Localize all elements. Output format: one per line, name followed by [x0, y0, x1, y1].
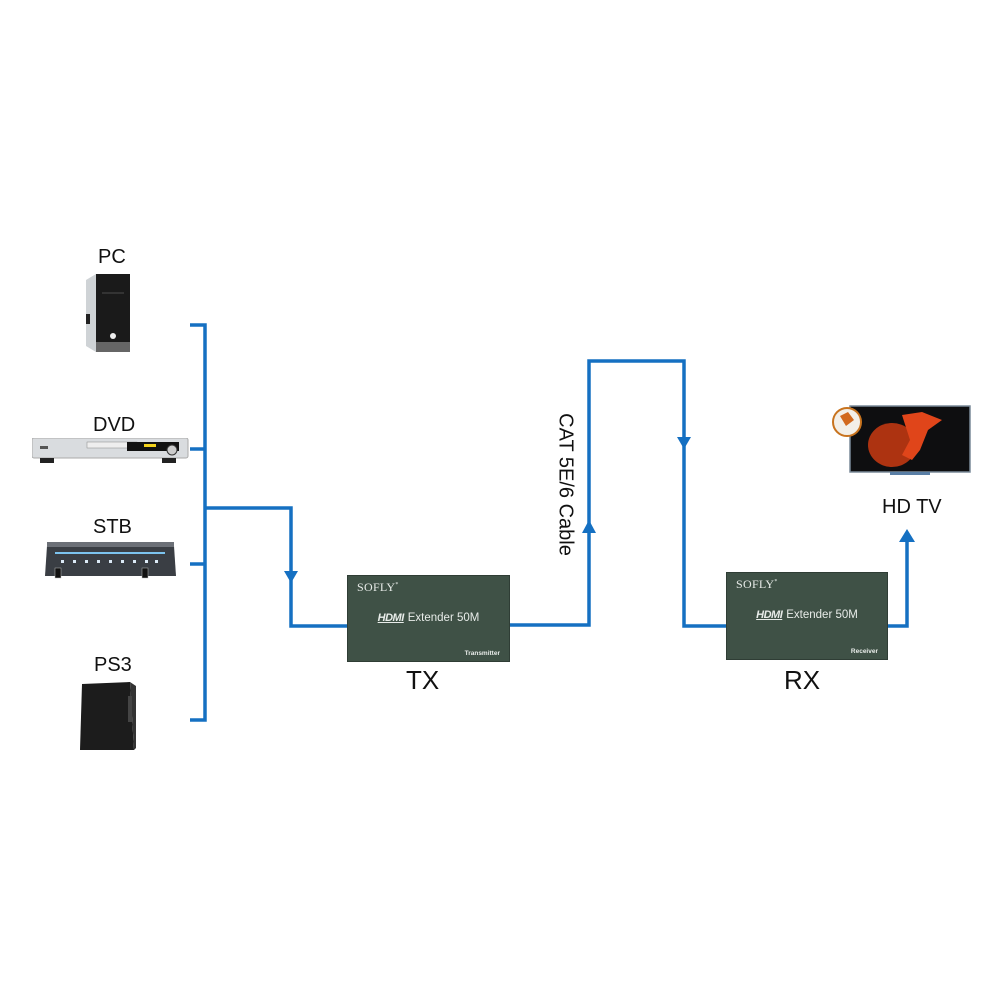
tx-caption: TX [406, 665, 440, 695]
arrow-down-to-rx [677, 437, 691, 449]
pc-tower-icon [86, 274, 130, 352]
rx-to-tv-line [887, 540, 909, 628]
arrow-down-to-tx [284, 571, 298, 583]
source-label-ps3: PS3 [94, 654, 132, 676]
game-console-icon [80, 682, 136, 750]
dvd-player-icon [32, 438, 189, 463]
display-label: HD TV [882, 496, 942, 518]
rx-caption: RX [784, 665, 821, 695]
rx-brand: SOFLY* [736, 577, 778, 591]
source-label-dvd: DVD [93, 414, 136, 436]
source-label-stb: STB [93, 516, 132, 538]
source-label-pc: PC [98, 246, 126, 268]
tx-role-label: Transmitter [464, 650, 500, 657]
hdmi-logo-icon: HDMI [756, 609, 783, 621]
hdmi-logo-icon: HDMI [377, 612, 405, 624]
cable-label: CAT 5E/6 Cable [554, 413, 577, 556]
set-top-box-icon [45, 542, 176, 579]
hd-tv-icon [832, 405, 971, 475]
arrow-up-to-tv [899, 529, 915, 542]
cable-line [509, 359, 726, 628]
bus-to-tx-line [205, 506, 347, 628]
source-bus-line [190, 323, 207, 722]
arrow-up-cable [582, 520, 596, 533]
tx-brand: SOFLY* [357, 580, 399, 594]
rx-role-label: Receiver [850, 648, 878, 655]
